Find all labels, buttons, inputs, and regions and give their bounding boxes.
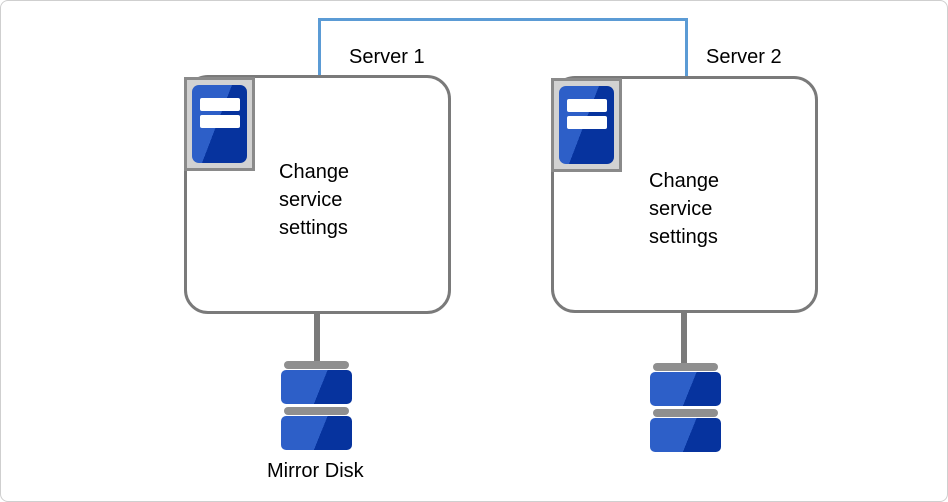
- mirror-disk-icon: [650, 363, 721, 452]
- text-line: settings: [649, 226, 718, 248]
- drive-slot-icon: [200, 115, 240, 128]
- disk-platter: [650, 372, 721, 406]
- mirror-disk-icon: [281, 361, 352, 450]
- text-line: service: [649, 198, 713, 220]
- mirror-disk-label: Mirror Disk: [267, 460, 364, 482]
- drive-slot-icon: [567, 116, 607, 129]
- text-line: Change: [649, 170, 720, 192]
- server2-label: Server 2: [706, 46, 782, 68]
- disk-cap: [284, 361, 349, 369]
- server1-label: Server 1: [349, 46, 425, 68]
- server-icon: [559, 86, 614, 164]
- text-line: settings: [279, 217, 348, 239]
- server2-action-text: Change service settings: [649, 167, 719, 251]
- server1-icon-frame: [184, 77, 255, 171]
- text-line: Change: [279, 161, 350, 183]
- disk-platter: [650, 418, 721, 452]
- disk-cap: [653, 363, 718, 371]
- server-icon: [192, 85, 247, 163]
- server1-disk-link: [314, 313, 320, 361]
- disk-platter: [281, 370, 352, 404]
- text-line: service: [279, 189, 343, 211]
- drive-slot-icon: [200, 98, 240, 111]
- server1-action-text: Change service settings: [279, 158, 349, 242]
- network-link-drop-right: [685, 18, 688, 78]
- disk-cap: [653, 409, 718, 417]
- server2-icon-frame: [551, 78, 622, 172]
- drive-slot-icon: [567, 99, 607, 112]
- network-link-icon: [318, 18, 688, 21]
- server2-disk-link: [681, 312, 687, 363]
- disk-platter: [281, 416, 352, 450]
- disk-cap: [284, 407, 349, 415]
- network-link-drop-left: [318, 18, 321, 77]
